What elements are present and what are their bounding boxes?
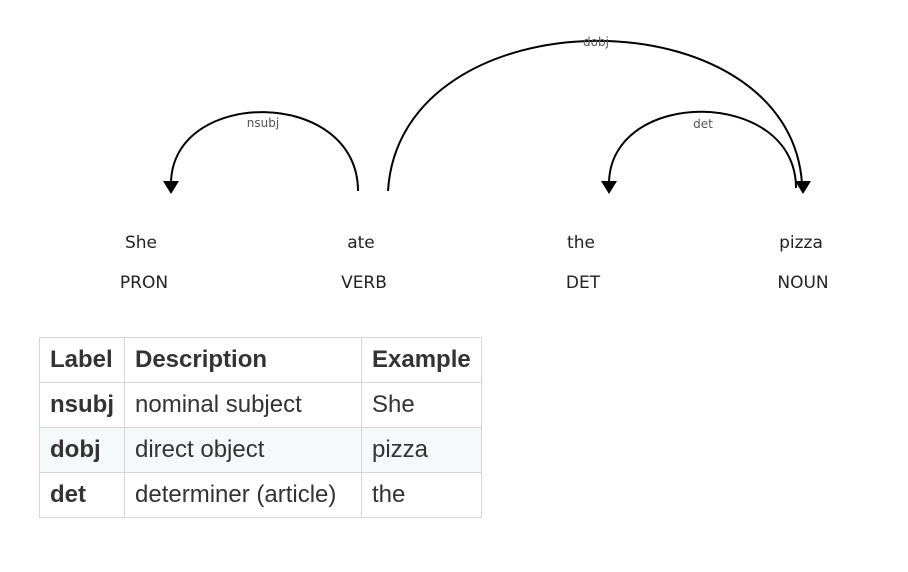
- cell-description: nominal subject: [124, 382, 362, 428]
- token-word: the: [567, 233, 595, 253]
- token-tag: NOUN: [777, 273, 828, 293]
- token-tag: PRON: [120, 273, 168, 293]
- token-word: She: [125, 233, 157, 253]
- table-row: det determiner (article) the: [39, 472, 482, 518]
- cell-example: the: [361, 472, 482, 518]
- table-row: nsubj nominal subject She: [39, 382, 482, 428]
- token-tag: DET: [566, 273, 601, 293]
- arc-label-dobj: dobj: [583, 35, 609, 49]
- arrowhead-dobj: [795, 181, 811, 194]
- cell-label: dobj: [39, 427, 125, 473]
- arrowhead-det: [601, 181, 617, 194]
- cell-label: nsubj: [39, 382, 125, 428]
- arc-dobj: [387, 39, 803, 192]
- cell-example: She: [361, 382, 482, 428]
- cell-example: pizza: [361, 427, 482, 473]
- arc-nsubj: [170, 111, 359, 192]
- cell-label: det: [39, 472, 125, 518]
- arc-label-nsubj: nsubj: [247, 116, 279, 130]
- dependency-parse-diagram: nsubj dobj det She PRON ate VERB the DET…: [120, 35, 829, 293]
- column-header-label: Label: [39, 337, 125, 383]
- arc-label-det: det: [693, 117, 713, 131]
- token-word: pizza: [779, 233, 823, 253]
- table-row: dobj direct object pizza: [39, 427, 482, 473]
- cell-description: determiner (article): [124, 472, 362, 518]
- column-header-example: Example: [361, 337, 482, 383]
- arrowhead-nsubj: [163, 181, 179, 194]
- dependency-label-table: Label Description Example nsubj nominal …: [39, 337, 482, 518]
- token-tag: VERB: [341, 273, 387, 293]
- cell-description: direct object: [124, 427, 362, 473]
- table-header-row: Label Description Example: [39, 337, 482, 383]
- arc-det: [608, 110, 797, 189]
- column-header-description: Description: [124, 337, 362, 383]
- token-word: ate: [347, 233, 375, 253]
